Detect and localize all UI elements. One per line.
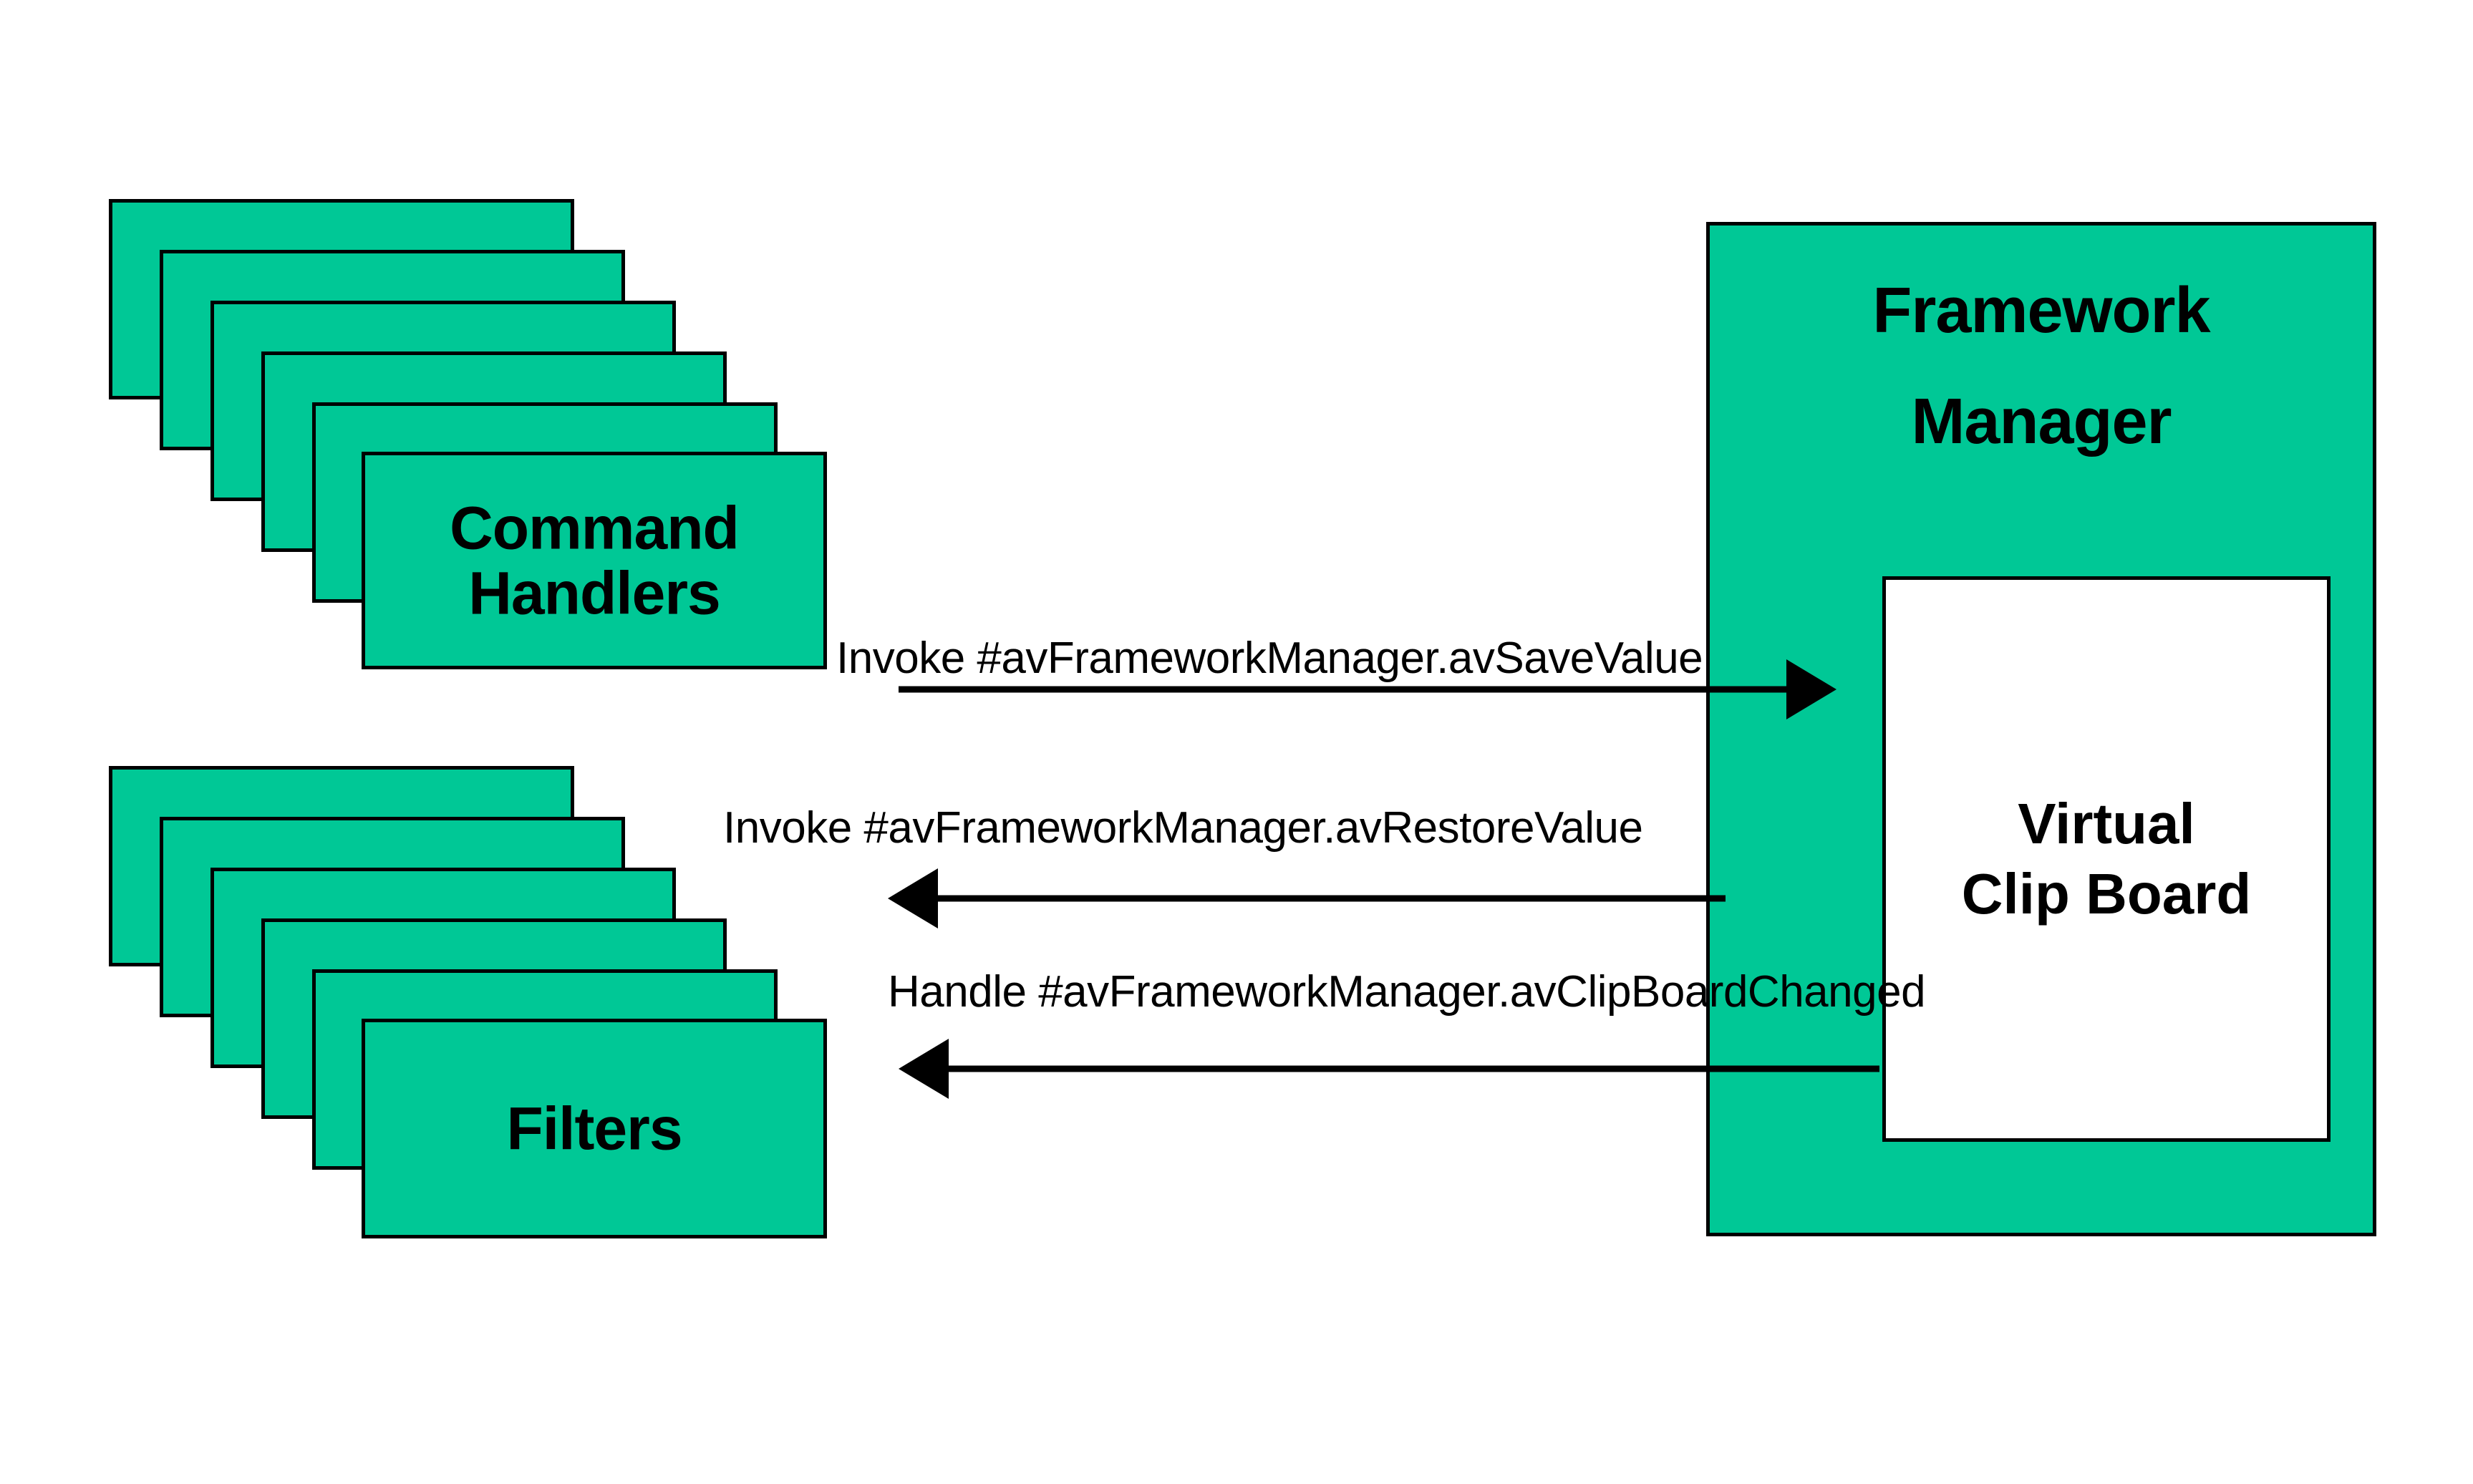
framework-manager-box[interactable]: Framework Manager Virtual Clip Board — [1706, 222, 2376, 1236]
command-handlers-stack[interactable]: Command Handlers — [109, 199, 827, 669]
arrow-label-restore-value: Invoke #avFrameworkManager.avRestoreValu… — [723, 803, 1643, 853]
command-handlers-label: Command Handlers — [450, 494, 740, 626]
virtual-clip-board-label: Virtual Clip Board — [1961, 792, 2252, 926]
arrow-restore-value — [888, 868, 1726, 928]
virtual-clip-board-box[interactable]: Virtual Clip Board — [1882, 576, 2331, 1142]
filters-stack[interactable]: Filters — [109, 766, 827, 1238]
framework-manager-title: Framework Manager — [1872, 275, 2210, 457]
arrow-label-save-value: Invoke #avFrameworkManager.avSaveValue — [836, 634, 1703, 683]
filters-label: Filters — [506, 1095, 682, 1163]
arrow-label-clipboard-changed: Handle #avFrameworkManager.avClipBoardCh… — [888, 967, 1926, 1017]
command-handlers-card-front[interactable]: Command Handlers — [362, 452, 827, 669]
filters-card-front[interactable]: Filters — [362, 1019, 827, 1238]
